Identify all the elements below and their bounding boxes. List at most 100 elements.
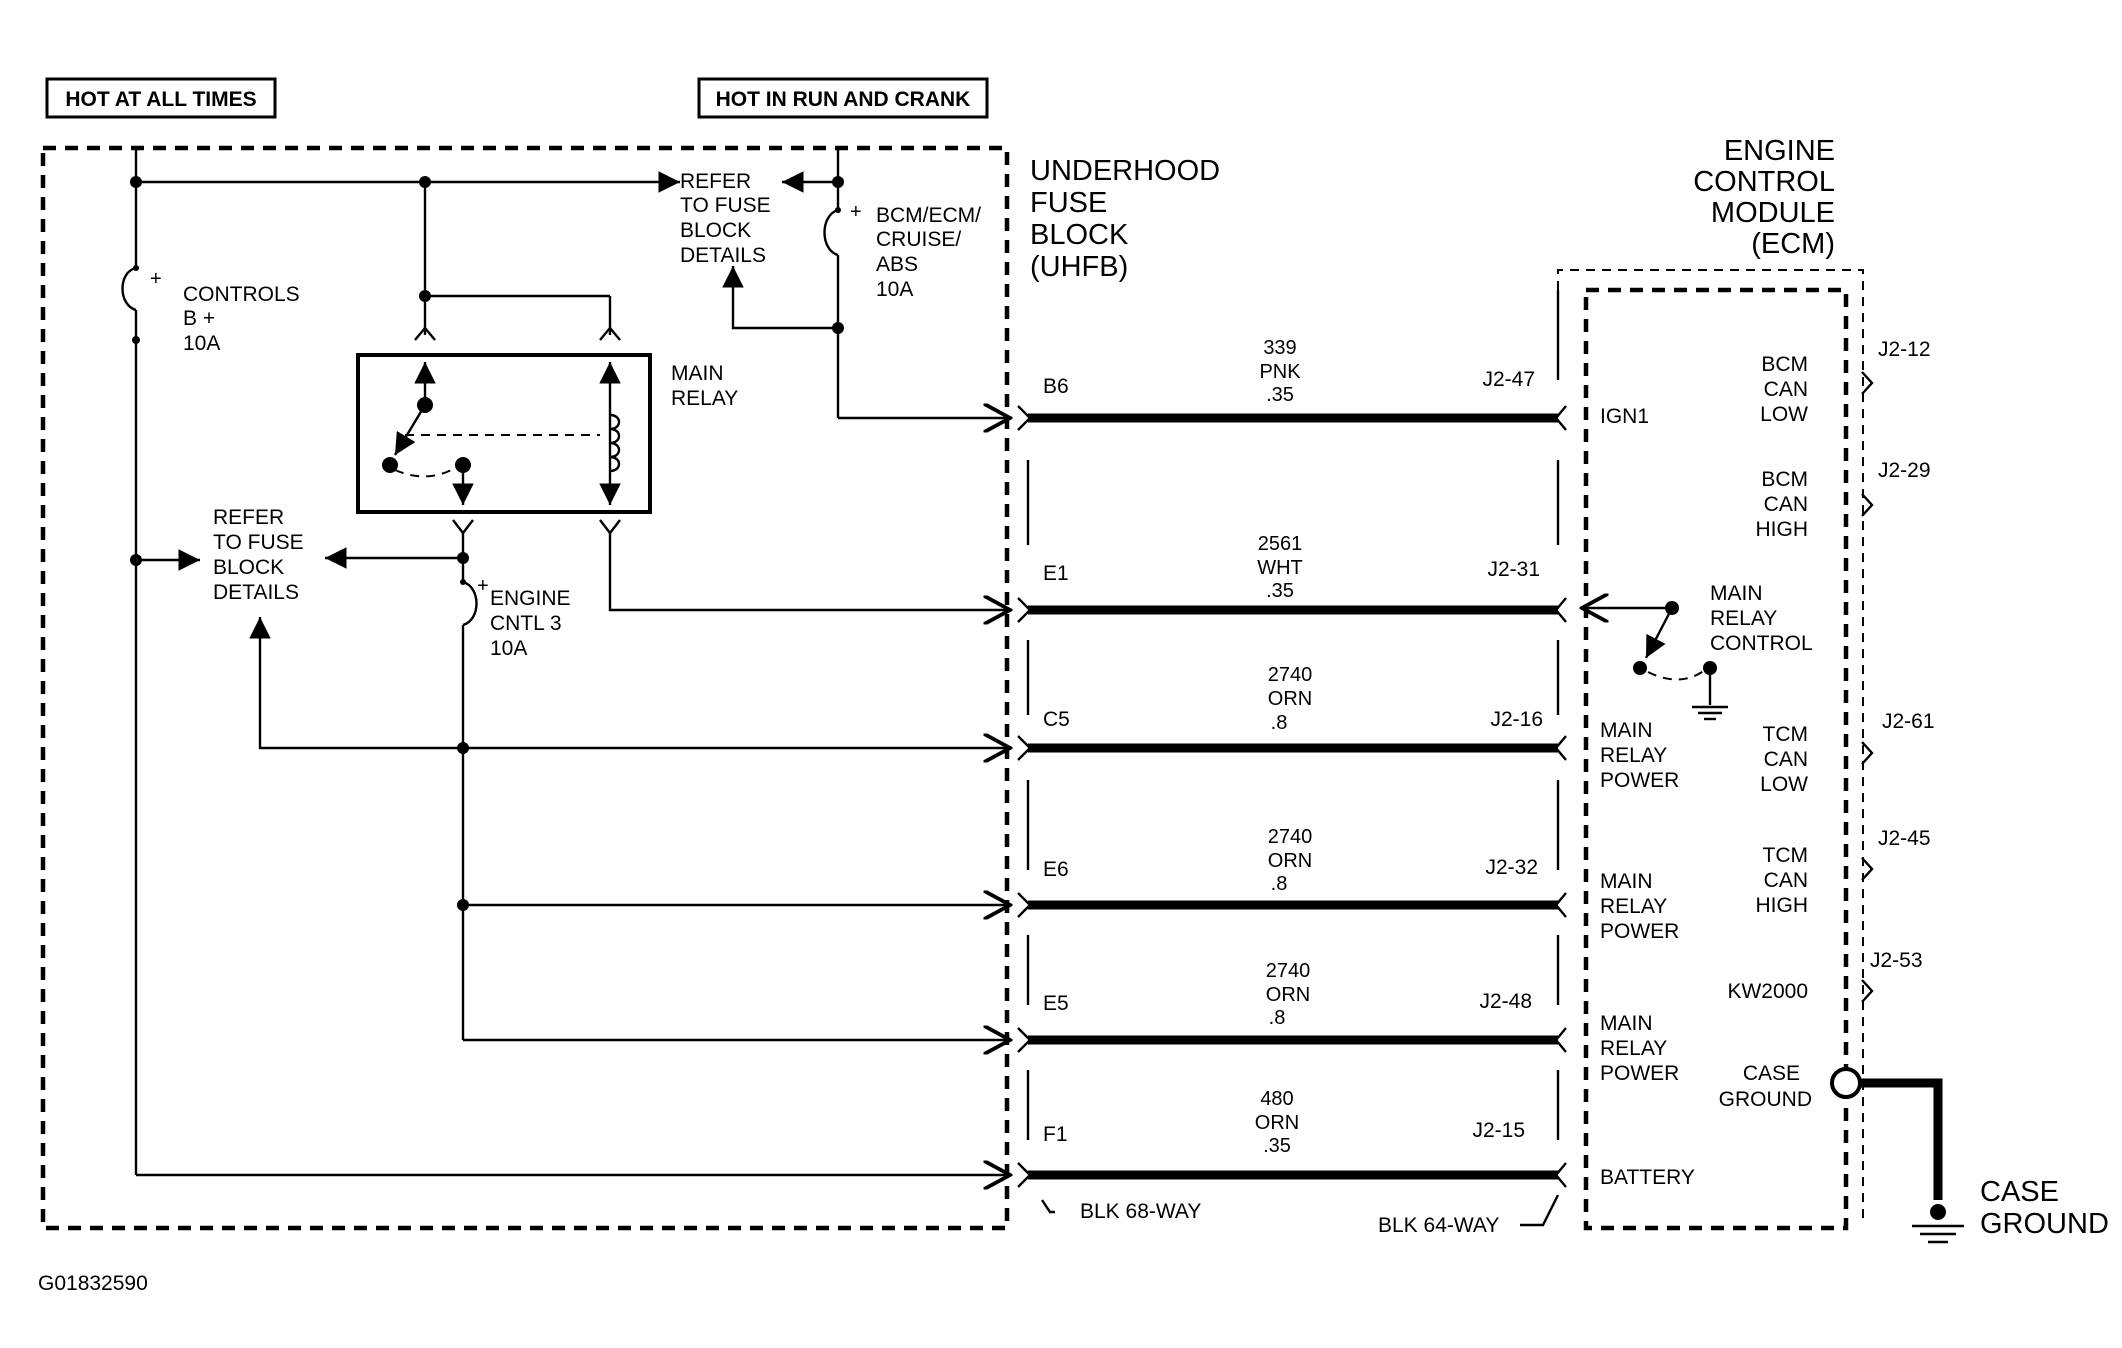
circuit-b6: B6 339 PNK .35 J2-47 IGN1 bbox=[1017, 337, 1649, 431]
ecm-label: ENGINE CONTROL MODULE (ECM) bbox=[1693, 135, 1835, 260]
svg-text:HOT AT ALL TIMES: HOT AT ALL TIMES bbox=[65, 88, 256, 111]
svg-text:BATTERY: BATTERY bbox=[1600, 1166, 1695, 1189]
svg-text:CRUISE/: CRUISE/ bbox=[876, 228, 961, 251]
svg-text:.35: .35 bbox=[1266, 580, 1294, 602]
svg-text:J2-31: J2-31 bbox=[1487, 558, 1540, 581]
uhfb-label: UNDERHOOD FUSE BLOCK (UHFB) bbox=[1030, 155, 1220, 283]
svg-text:BLOCK: BLOCK bbox=[680, 219, 751, 242]
ecm-pin-j2-45: TCM CAN HIGH J2-45 bbox=[1756, 827, 1931, 917]
svg-text:ENGINE: ENGINE bbox=[1724, 135, 1835, 167]
svg-text:2561: 2561 bbox=[1258, 533, 1303, 555]
ecm-pin-j2-29: BCM CAN HIGH J2-29 bbox=[1756, 459, 1931, 541]
svg-text:DETAILS: DETAILS bbox=[213, 581, 299, 604]
circuit-c5: C5 2740 ORN .8 J2-16 MAIN RELAY POWER bbox=[1017, 664, 1679, 792]
svg-text:BLOCK: BLOCK bbox=[1030, 219, 1129, 251]
svg-text:J2-29: J2-29 bbox=[1878, 459, 1931, 482]
svg-text:E6: E6 bbox=[1043, 858, 1069, 881]
svg-text:TO FUSE: TO FUSE bbox=[213, 531, 304, 554]
svg-text:GROUND: GROUND bbox=[1719, 1088, 1812, 1111]
svg-text:ENGINE: ENGINE bbox=[490, 587, 571, 610]
svg-text:10A: 10A bbox=[490, 637, 527, 660]
svg-text:UNDERHOOD: UNDERHOOD bbox=[1030, 155, 1220, 187]
svg-text:MODULE: MODULE bbox=[1711, 197, 1835, 229]
refer-fuse-block-top[interactable]: REFER TO FUSE BLOCK DETAILS bbox=[680, 170, 771, 267]
svg-text:CAN: CAN bbox=[1764, 493, 1808, 516]
svg-text:HIGH: HIGH bbox=[1756, 518, 1809, 541]
left-connector-label: BLK 68-WAY bbox=[1080, 1200, 1201, 1223]
svg-text:RELAY: RELAY bbox=[1600, 744, 1667, 767]
ecm-pin-j2-53: KW2000 J2-53 bbox=[1727, 949, 1922, 1003]
svg-text:.35: .35 bbox=[1266, 384, 1294, 406]
svg-text:J2-16: J2-16 bbox=[1490, 708, 1543, 731]
svg-text:.8: .8 bbox=[1269, 1007, 1286, 1029]
ecm-connector-outline bbox=[1557, 269, 1864, 1225]
circuit-e1: E1 2561 WHT .35 J2-31 bbox=[1017, 533, 1567, 623]
svg-text:CONTROL: CONTROL bbox=[1693, 166, 1835, 198]
svg-text:WHT: WHT bbox=[1257, 557, 1303, 579]
svg-text:GROUND: GROUND bbox=[1980, 1208, 2109, 1240]
svg-text:HOT IN RUN AND CRANK: HOT IN RUN AND CRANK bbox=[716, 88, 971, 111]
svg-text:339: 339 bbox=[1263, 337, 1296, 359]
svg-text:REFER: REFER bbox=[213, 506, 284, 529]
harness bbox=[1026, 290, 1560, 1227]
refer-fuse-block-mid[interactable]: REFER TO FUSE BLOCK DETAILS bbox=[213, 506, 304, 604]
svg-text:PNK: PNK bbox=[1259, 361, 1301, 383]
svg-text:2740: 2740 bbox=[1266, 960, 1311, 982]
svg-text:480: 480 bbox=[1260, 1088, 1293, 1110]
relay-control-label: MAIN RELAY CONTROL bbox=[1710, 582, 1813, 655]
hot-at-all-times-header: HOT AT ALL TIMES bbox=[45, 77, 277, 119]
svg-text:MAIN: MAIN bbox=[1710, 582, 1763, 605]
svg-text:J2-48: J2-48 bbox=[1479, 990, 1532, 1013]
svg-text:.35: .35 bbox=[1263, 1135, 1291, 1157]
svg-text:ORN: ORN bbox=[1255, 1112, 1299, 1134]
svg-text:+: + bbox=[477, 575, 489, 597]
svg-text:ORN: ORN bbox=[1268, 688, 1312, 710]
svg-text:+: + bbox=[850, 201, 862, 223]
svg-text:B +: B + bbox=[183, 307, 215, 330]
svg-text:J2-61: J2-61 bbox=[1882, 710, 1935, 733]
svg-text:2740: 2740 bbox=[1268, 664, 1313, 686]
ecm-pin-j2-61: TCM CAN LOW J2-61 bbox=[1760, 710, 1934, 796]
svg-text:TO FUSE: TO FUSE bbox=[680, 194, 771, 217]
svg-text:B6: B6 bbox=[1043, 375, 1069, 398]
svg-text:(UHFB): (UHFB) bbox=[1030, 251, 1128, 283]
svg-text:MAIN: MAIN bbox=[1600, 1012, 1653, 1035]
ecm-boundary bbox=[1583, 287, 1849, 1231]
svg-text:J2-15: J2-15 bbox=[1472, 1119, 1525, 1142]
right-connector-label: BLK 64-WAY bbox=[1378, 1214, 1499, 1237]
svg-text:2740: 2740 bbox=[1268, 826, 1313, 848]
svg-text:MAIN: MAIN bbox=[671, 362, 724, 385]
svg-text:RELAY: RELAY bbox=[1600, 1037, 1667, 1060]
svg-text:J2-12: J2-12 bbox=[1878, 338, 1931, 361]
svg-text:F1: F1 bbox=[1043, 1123, 1068, 1146]
svg-text:ORN: ORN bbox=[1268, 850, 1312, 872]
svg-text:LOW: LOW bbox=[1760, 403, 1808, 426]
svg-text:CASE: CASE bbox=[1743, 1062, 1800, 1085]
svg-text:BCM: BCM bbox=[1761, 353, 1808, 376]
circuit-f1: F1 480 ORN .35 J2-15 BATTERY bbox=[1017, 1088, 1695, 1189]
svg-text:CAN: CAN bbox=[1764, 748, 1808, 771]
svg-text:IGN1: IGN1 bbox=[1600, 405, 1649, 428]
controls-fuse: + CONTROLS B + 10A bbox=[121, 265, 300, 355]
svg-text:KW2000: KW2000 bbox=[1727, 980, 1808, 1003]
svg-text:HIGH: HIGH bbox=[1756, 894, 1809, 917]
svg-text:J2-45: J2-45 bbox=[1878, 827, 1931, 850]
svg-text:J2-53: J2-53 bbox=[1870, 949, 1923, 972]
svg-text:ORN: ORN bbox=[1266, 984, 1310, 1006]
uhfb-boundary bbox=[40, 145, 1010, 1231]
svg-text:POWER: POWER bbox=[1600, 920, 1679, 943]
svg-text:TCM: TCM bbox=[1763, 844, 1809, 867]
svg-text:CASE: CASE bbox=[1980, 1176, 2059, 1208]
svg-text:BLOCK: BLOCK bbox=[213, 556, 284, 579]
svg-text:MAIN: MAIN bbox=[1600, 719, 1653, 742]
ecm-pin-j2-12: BCM CAN LOW J2-12 bbox=[1760, 338, 1930, 426]
ecm-case-ground-label: CASE GROUND bbox=[1719, 1062, 1812, 1111]
circuit-e5: E5 2740 ORN .8 J2-48 MAIN RELAY POWER bbox=[1017, 960, 1679, 1085]
svg-text:LOW: LOW bbox=[1760, 773, 1808, 796]
main-relay-control-switch bbox=[1582, 601, 1728, 721]
ignition-feed: + BCM/ECM/ CRUISE/ ABS 10A bbox=[722, 148, 1010, 418]
svg-text:DETAILS: DETAILS bbox=[680, 244, 766, 267]
svg-text:E5: E5 bbox=[1043, 992, 1069, 1015]
svg-text:J2-47: J2-47 bbox=[1482, 368, 1535, 391]
